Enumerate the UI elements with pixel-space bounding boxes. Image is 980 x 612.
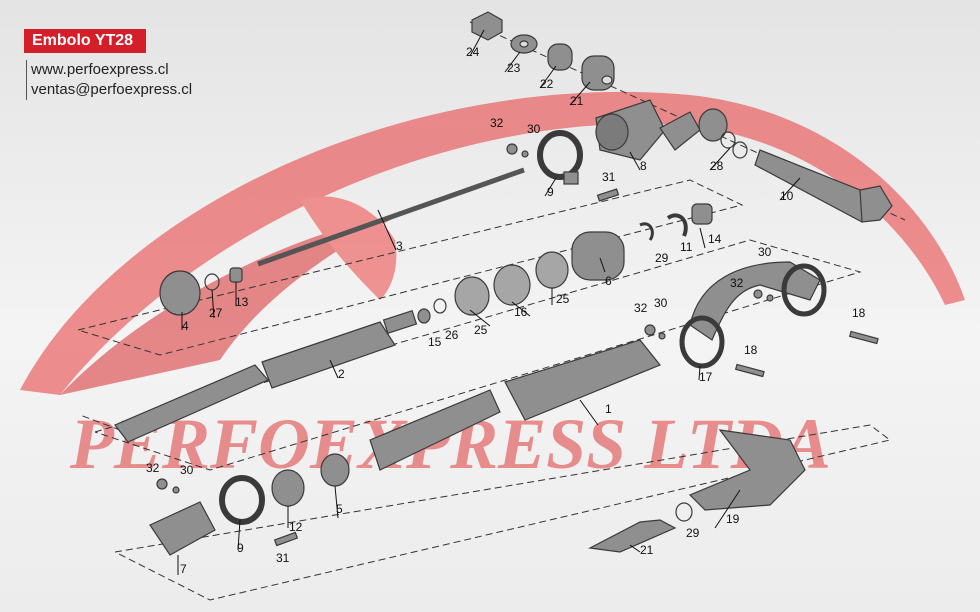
callout-32-mid: 32 (634, 301, 648, 315)
part-17-clamp (679, 315, 725, 369)
callout-7: 7 (180, 562, 187, 576)
part-1-barrel-up (504, 339, 661, 421)
part-1-barrel-low (369, 389, 501, 471)
part-9-clamp-top (537, 130, 583, 180)
callout-32-bottom: 32 (146, 461, 160, 475)
part-31-bolt-bottom (273, 531, 299, 547)
callout-10: 10 (780, 189, 794, 203)
callout-30-bottom: 30 (180, 463, 194, 477)
callout-32-right: 32 (730, 276, 744, 290)
part-21-chuck (581, 55, 615, 91)
part-18-bracket (689, 261, 821, 341)
callout-2: 2 (338, 367, 345, 381)
part-25-ring-top (535, 251, 569, 289)
website-text[interactable]: www.perfoexpress.cl (31, 61, 169, 78)
callout-24: 24 (466, 45, 480, 59)
part-28-ring-b (732, 141, 748, 159)
callout-32-top: 32 (490, 116, 504, 130)
parts (114, 11, 893, 556)
callout-29-bottom: 29 (686, 526, 700, 540)
part-18-bolt (848, 330, 879, 345)
callout-14: 14 (708, 232, 722, 246)
callout-30-right: 30 (758, 245, 772, 259)
part-18-clamp (781, 263, 827, 317)
callout-23: 23 (507, 61, 521, 75)
part-3-rod (257, 167, 525, 267)
part-26-ring (433, 298, 447, 314)
part-31-bolt-top (596, 188, 620, 202)
part-2-cylinder (114, 364, 269, 443)
callout-18-mid: 18 (744, 343, 758, 357)
callout-19: 19 (726, 512, 740, 526)
callout-9-top: 9 (547, 185, 554, 199)
callout-5: 5 (336, 502, 343, 516)
callout-30-top: 30 (527, 122, 541, 136)
callout-17: 17 (699, 370, 713, 384)
part-32-nut-top (506, 143, 518, 155)
callout-29-top: 29 (655, 251, 669, 265)
part-29-clip-top (639, 222, 654, 241)
callout-26: 26 (445, 328, 459, 342)
part-25-ring-low (454, 276, 490, 316)
callout-3: 3 (396, 239, 403, 253)
callout-16: 16 (514, 305, 528, 319)
part-13-nut (229, 267, 243, 283)
part-19-handle (688, 429, 806, 511)
part-11-ring (666, 213, 688, 237)
part-24-nut (471, 11, 503, 41)
callout-27: 27 (209, 306, 223, 320)
callout-6: 6 (605, 274, 612, 288)
callout-4: 4 (182, 319, 189, 333)
part-9-clamp-bottom (219, 475, 265, 525)
callout-30-mid: 30 (654, 296, 668, 310)
part-5-ring (320, 453, 350, 487)
part-7-back-head (149, 501, 216, 556)
part-18-bolt-low (734, 363, 765, 378)
callout-1: 1 (605, 402, 612, 416)
callout-25-low: 25 (474, 323, 488, 337)
part-12-ring (271, 469, 305, 507)
callout-21-bottom: 21 (640, 543, 654, 557)
callout-13: 13 (235, 295, 249, 309)
part-22-bushing (547, 43, 573, 71)
part-6-bellow (571, 231, 625, 281)
callout-25-top: 25 (556, 292, 570, 306)
part-21-chisel (588, 519, 677, 553)
callout-22: 22 (540, 77, 554, 91)
callout-28: 28 (710, 159, 724, 173)
email-text[interactable]: ventas@perfoexpress.cl (31, 81, 193, 98)
part-28-ring-a (720, 131, 736, 149)
callout-9-bottom: 9 (237, 541, 244, 555)
callout-11: 11 (680, 240, 693, 254)
part-14-nut (691, 203, 713, 225)
contact-block: www.perfoexpress.cl ventas@perfoexpress.… (26, 60, 251, 100)
callout-21-top: 21 (570, 94, 584, 108)
part-16-ring (493, 264, 531, 306)
part-15-part (417, 308, 431, 324)
leader-lines (177, 29, 801, 575)
title-badge: Embolo YT28 (24, 29, 146, 53)
part-4-cap (159, 270, 201, 316)
callout-12: 12 (289, 520, 303, 534)
callout-31-bottom: 31 (276, 551, 290, 565)
callouts: 24 23 22 21 32 30 8 28 10 9 31 14 11 3 2… (146, 45, 866, 576)
part-9-clamp-ear (563, 171, 579, 185)
callout-15: 15 (428, 335, 442, 349)
callout-8: 8 (640, 159, 647, 173)
callout-18-right: 18 (852, 306, 866, 320)
part-29-clip-bottom (675, 502, 693, 522)
part-10-collar (698, 108, 728, 142)
callout-31-top: 31 (602, 170, 616, 184)
